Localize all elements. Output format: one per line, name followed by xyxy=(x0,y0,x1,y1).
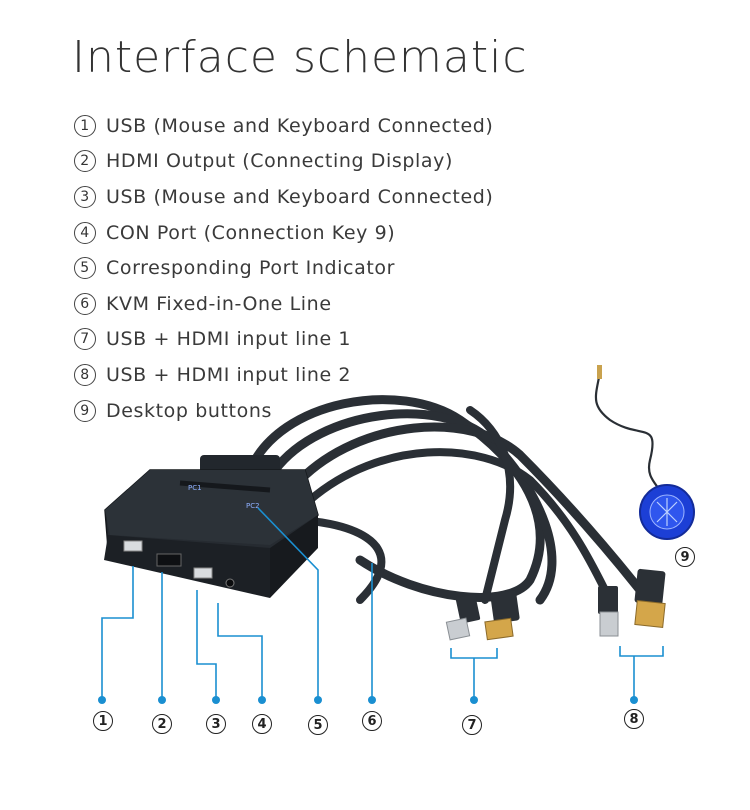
legend-item: 5 Corresponding Port Indicator xyxy=(74,250,493,286)
legend-item: 7 USB + HDMI input line 1 xyxy=(74,322,493,358)
callout-9: 9 xyxy=(675,547,695,567)
legend-text: KVM Fixed-in-One Line xyxy=(106,292,332,315)
legend-text: HDMI Output (Connecting Display) xyxy=(106,150,454,173)
leader-line xyxy=(450,648,498,698)
leader-line xyxy=(101,566,134,698)
leader-dot xyxy=(314,696,322,704)
leader-dot xyxy=(630,696,638,704)
leader-dot xyxy=(98,696,106,704)
input-line-2-plugs xyxy=(598,568,666,637)
leader-line xyxy=(217,603,263,698)
legend-number: 6 xyxy=(74,292,96,315)
legend-number: 5 xyxy=(74,257,96,280)
legend-number: 3 xyxy=(74,185,96,208)
callout-8: 8 xyxy=(624,709,644,729)
leader-line xyxy=(196,590,217,698)
kvm-cable xyxy=(466,406,515,604)
callout-6: 6 xyxy=(362,711,382,731)
callout-1: 1 xyxy=(93,711,113,731)
usb-port-icon xyxy=(193,567,213,579)
legend-text: USB (Mouse and Keyboard Connected) xyxy=(106,185,494,208)
legend-number: 9 xyxy=(74,399,96,422)
callout-3: 3 xyxy=(206,714,226,734)
legend-number: 8 xyxy=(74,363,96,386)
callout-2: 2 xyxy=(152,714,172,734)
leader-line xyxy=(619,646,664,698)
leader-line xyxy=(257,507,319,698)
legend-item: 1 USB (Mouse and Keyboard Connected) xyxy=(74,108,493,144)
kvm-cable xyxy=(295,422,645,595)
desktop-button-assembly xyxy=(594,365,695,540)
pc1-label: PC1 xyxy=(188,484,202,492)
legend-text: Desktop buttons xyxy=(106,399,272,422)
leader-dot xyxy=(158,696,166,704)
legend-item: 9 Desktop buttons xyxy=(74,393,493,429)
legend-number: 4 xyxy=(74,221,96,244)
legend-text: USB + HDMI input line 2 xyxy=(106,363,352,386)
leader-dot xyxy=(368,696,376,704)
legend-number: 2 xyxy=(74,150,96,173)
callout-4: 4 xyxy=(252,714,272,734)
cable-bundle xyxy=(245,395,645,605)
callout-7: 7 xyxy=(462,715,482,735)
legend-text: USB (Mouse and Keyboard Connected) xyxy=(106,114,494,137)
legend-number: 1 xyxy=(74,114,96,137)
legend-text: Corresponding Port Indicator xyxy=(106,257,396,280)
leader-dots xyxy=(98,696,638,704)
legend-number: 7 xyxy=(74,328,96,351)
leader-dot xyxy=(258,696,266,704)
leader-lines xyxy=(101,507,664,698)
kvm-cable xyxy=(306,448,609,594)
legend-item: 8 USB + HDMI input line 2 xyxy=(74,357,493,393)
leader-dot xyxy=(212,696,220,704)
legend-item: 4 CON Port (Connection Key 9) xyxy=(74,215,493,251)
con-port-icon xyxy=(225,578,235,588)
page-title: Interface schematic xyxy=(72,32,528,83)
legend-item: 2 HDMI Output (Connecting Display) xyxy=(74,144,493,180)
legend-item: 3 USB (Mouse and Keyboard Connected) xyxy=(74,179,493,215)
leader-dot xyxy=(470,696,478,704)
input-line-1-plugs xyxy=(445,590,520,641)
legend-text: CON Port (Connection Key 9) xyxy=(106,221,396,244)
callout-5: 5 xyxy=(308,715,328,735)
kvm-device: PC1 PC2 xyxy=(104,455,319,598)
usb-port-icon xyxy=(123,540,143,552)
audio-jack xyxy=(597,365,602,379)
legend-text: USB + HDMI input line 1 xyxy=(106,328,352,351)
hdmi-port-icon xyxy=(156,553,182,567)
pc2-label: PC2 xyxy=(246,502,260,510)
legend-item: 6 KVM Fixed-in-One Line xyxy=(74,286,493,322)
